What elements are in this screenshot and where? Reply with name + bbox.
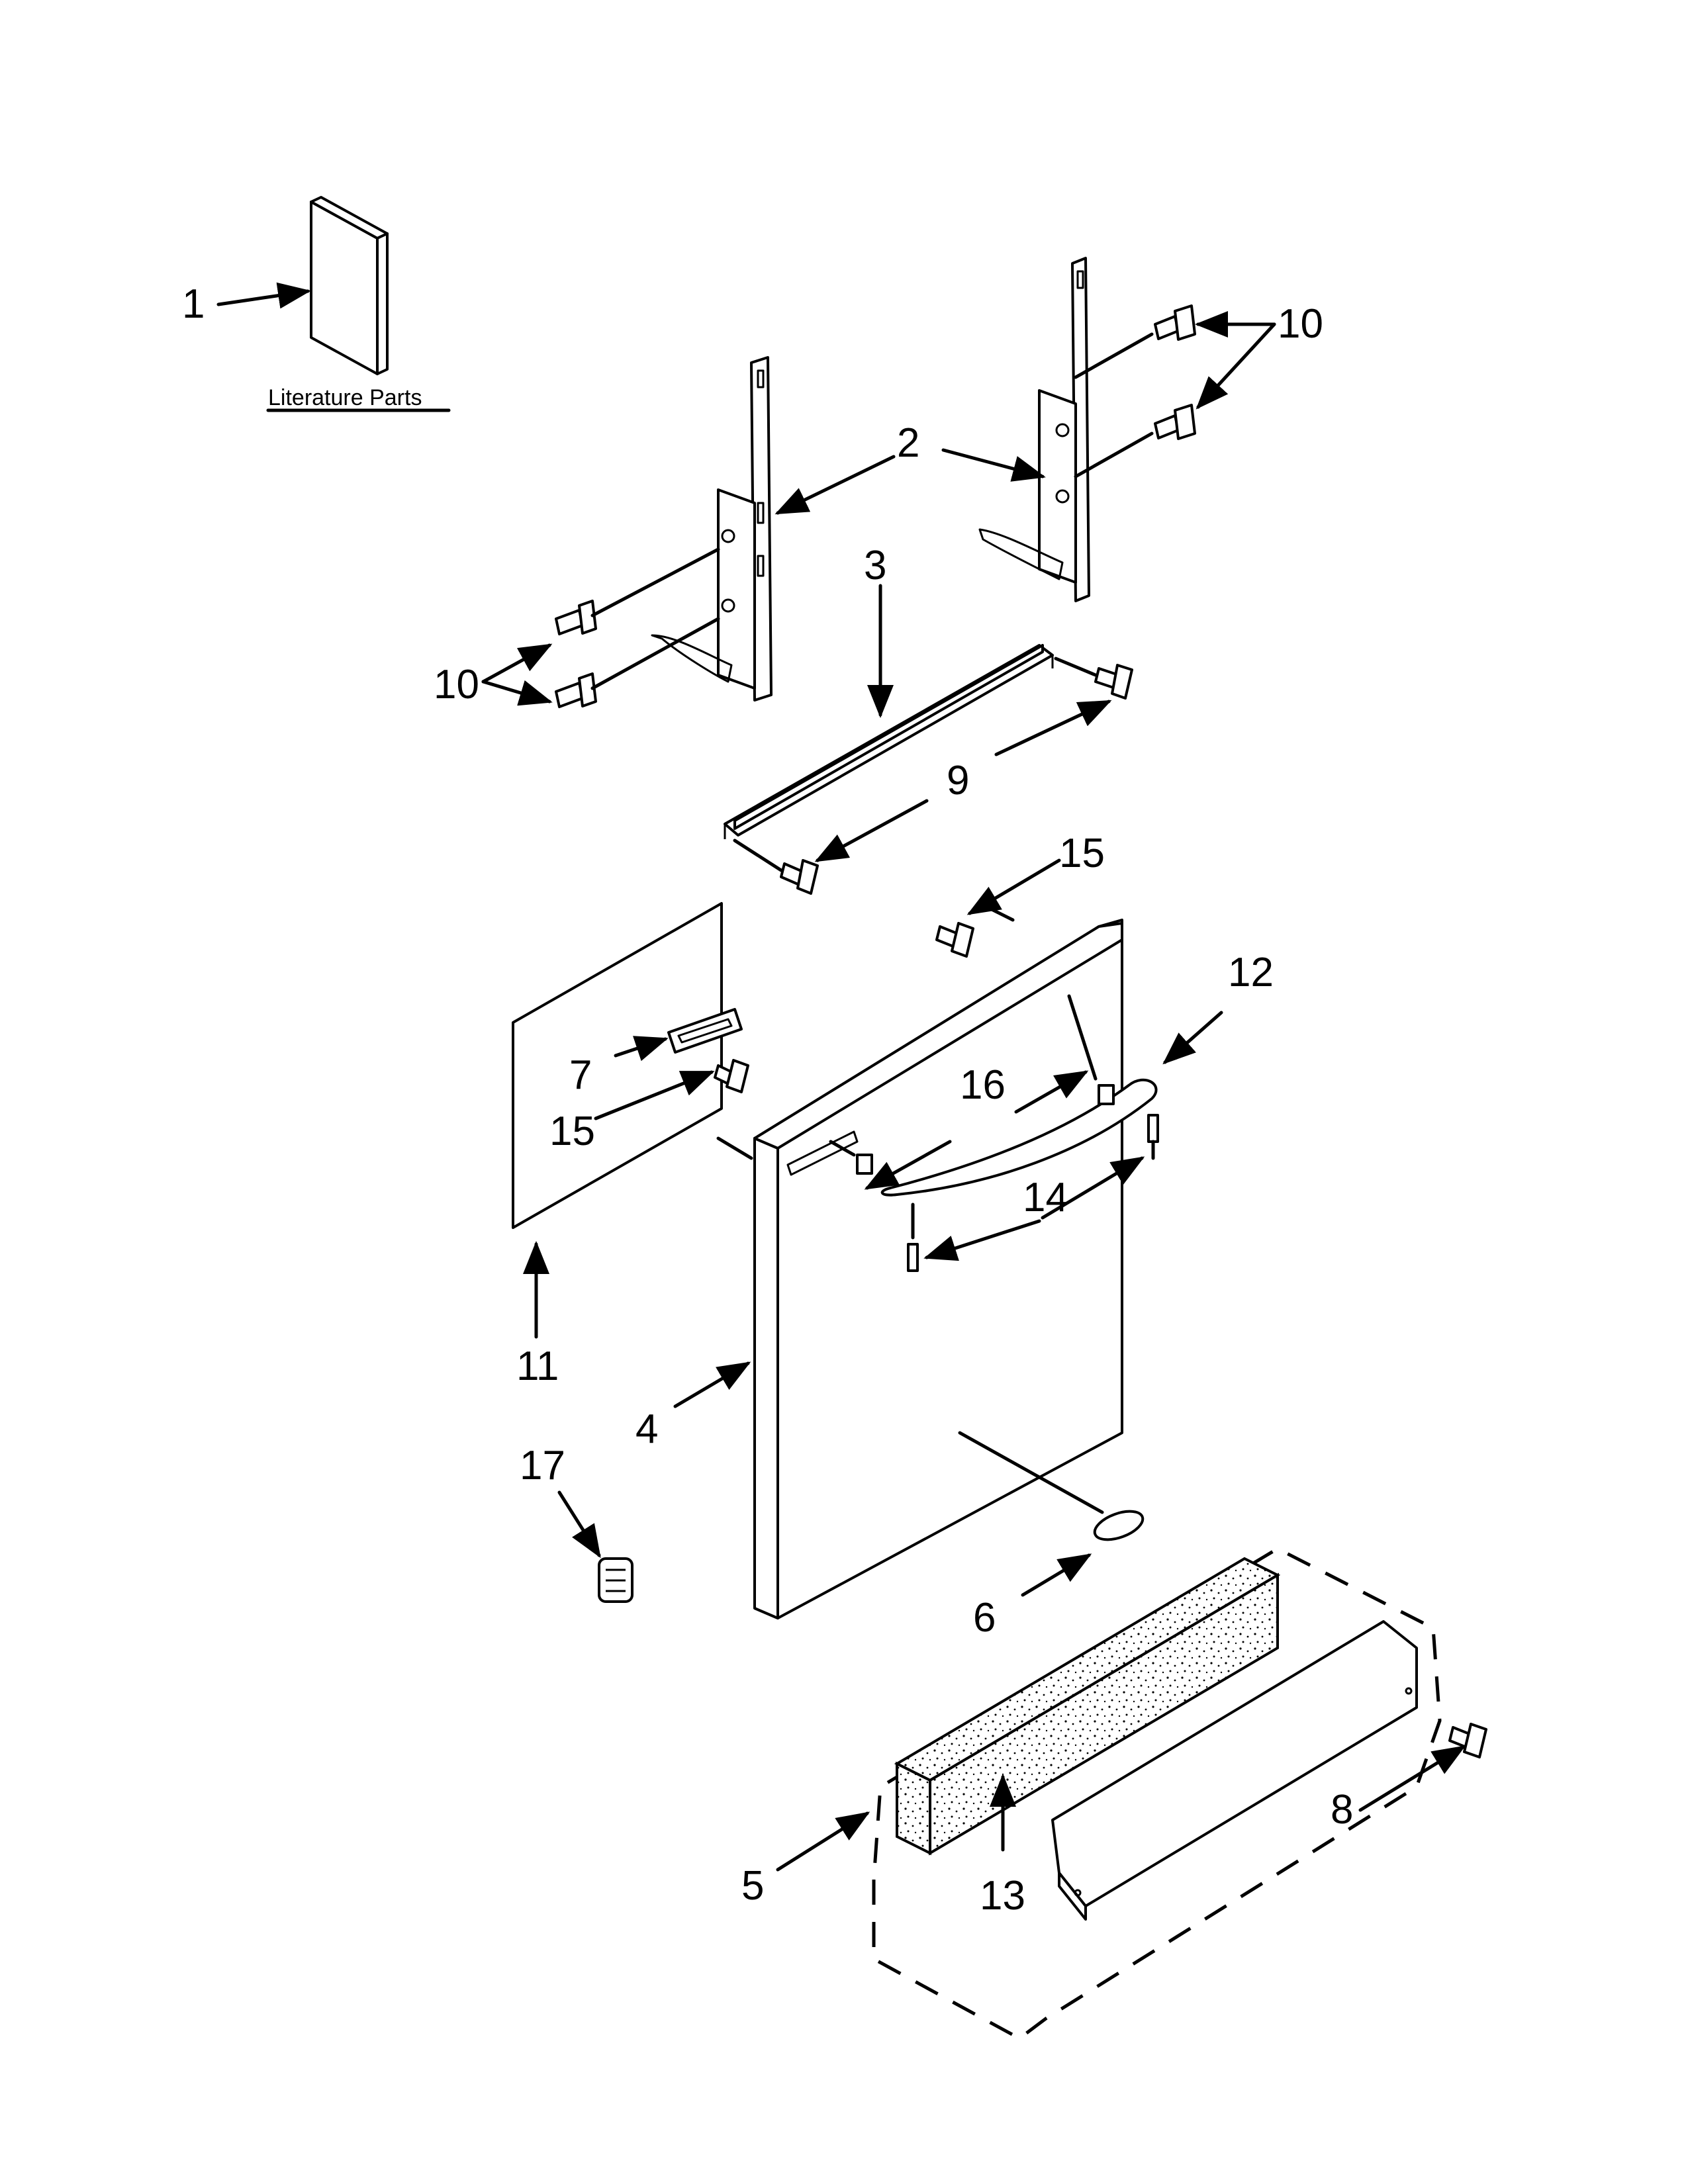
callout-17: 17 (520, 1443, 565, 1488)
callout-15-left: 15 (549, 1109, 595, 1154)
callout-arrow (1196, 322, 1276, 410)
callout-arrow (966, 858, 1061, 915)
callout-arrow (864, 1140, 952, 1190)
leader-line (733, 839, 783, 872)
channel-screw-icon (1094, 664, 1133, 700)
door-screw-icon (935, 922, 974, 958)
clip-part (598, 1557, 633, 1603)
leader-line (1074, 332, 1154, 379)
callout-3: 3 (864, 543, 886, 588)
left-hinge-bracket (651, 356, 773, 702)
callout-arrow (1021, 1553, 1092, 1597)
toe-panel-screw-icon (1448, 1723, 1487, 1758)
callout-16: 16 (960, 1062, 1006, 1108)
callout-arrow (594, 1070, 715, 1120)
callout-13: 13 (980, 1873, 1025, 1919)
callout-10-left: 10 (434, 662, 479, 707)
callout-arrow (481, 680, 553, 706)
decal-panel (512, 902, 723, 1229)
door-top-channel (724, 644, 1054, 839)
callout-arrow (994, 700, 1112, 756)
callout-11: 11 (516, 1343, 559, 1389)
callout-arrow (216, 282, 311, 309)
door-screw-icon (714, 1059, 749, 1093)
door-cap (1093, 1510, 1145, 1541)
callout-arrow (1041, 1156, 1145, 1220)
leader-line (590, 617, 720, 690)
callout-arrow (557, 1490, 601, 1559)
callout-arrow (941, 448, 1046, 482)
outer-door-panel (753, 919, 1123, 1619)
callout-arrow (776, 1811, 870, 1872)
callout-4: 4 (635, 1406, 658, 1452)
right-hinge-bracket (978, 257, 1090, 602)
hinge-screw-icon (555, 672, 597, 708)
handle-pin-icon (907, 1114, 1159, 1272)
logo-badge (667, 1008, 743, 1054)
callout-arrow (1358, 1745, 1466, 1812)
callout-arrow (614, 1036, 669, 1062)
leader-line (590, 547, 720, 617)
literature-parts-booklet (310, 196, 389, 375)
leader-line (829, 1140, 856, 1157)
callout-15-top: 15 (1059, 831, 1105, 876)
leader-line (1054, 657, 1098, 677)
callout-arrow (1014, 1070, 1089, 1114)
callout-6: 6 (973, 1595, 996, 1641)
callout-arrow (673, 1361, 751, 1408)
hinge-screw-icon (1154, 404, 1196, 440)
callout-5: 5 (741, 1863, 764, 1909)
callout-7: 7 (569, 1052, 592, 1098)
callout-arrow (814, 799, 929, 862)
callout-14: 14 (1023, 1175, 1068, 1220)
callout-2: 2 (897, 420, 919, 466)
literature-parts-label: Literature Parts (268, 385, 422, 410)
toe-panel-insulation (894, 1557, 1281, 1856)
leader-line (1067, 994, 1098, 1081)
callout-12: 12 (1228, 950, 1274, 995)
door-handle (880, 1078, 1158, 1197)
callout-8: 8 (1331, 1787, 1353, 1833)
callout-arrow (774, 455, 896, 515)
hinge-screw-icon (1154, 304, 1196, 341)
toe-panel (1051, 1620, 1418, 1921)
callout-1: 1 (182, 281, 205, 327)
callout-arrow (481, 643, 553, 684)
callout-9: 9 (947, 758, 969, 803)
callout-arrow (1162, 1011, 1223, 1065)
channel-screw-icon (780, 859, 819, 895)
callout-10-right: 10 (1278, 301, 1323, 347)
hinge-screw-icon (555, 600, 597, 635)
leader-line (716, 1136, 753, 1160)
leader-line (958, 1431, 1104, 1514)
leader-line (1074, 432, 1154, 478)
callout-arrow (923, 1219, 1041, 1261)
